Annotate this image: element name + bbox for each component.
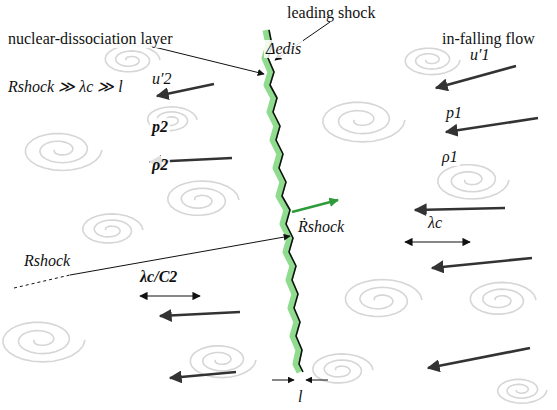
symbol: Δedis bbox=[264, 40, 303, 58]
swirl bbox=[105, 45, 160, 71]
swirl bbox=[345, 280, 422, 317]
scale-relation: Rshock ≫ λc ≫ l bbox=[6, 78, 125, 96]
shock-velocity-arrow bbox=[292, 200, 338, 212]
swirl bbox=[498, 379, 547, 403]
flow-arrows bbox=[150, 66, 538, 378]
symbol: ρ1 bbox=[440, 148, 460, 166]
dissociation-layer bbox=[265, 30, 300, 372]
symbol: Rshock bbox=[22, 252, 72, 270]
swirl bbox=[83, 214, 143, 243]
symbol: λc/C2 bbox=[138, 268, 179, 286]
swirl bbox=[438, 165, 509, 199]
symbol: Ṙshock bbox=[296, 218, 346, 236]
scale-arrow bbox=[405, 241, 470, 242]
radius-line bbox=[70, 236, 290, 275]
symbol: ρ2 bbox=[150, 156, 170, 174]
symbol: p2 bbox=[150, 118, 170, 136]
scale-arrow bbox=[140, 295, 200, 296]
symbol: l bbox=[296, 388, 304, 406]
thickness-arrow bbox=[272, 380, 294, 381]
radius-dashed bbox=[14, 275, 70, 288]
symbol: λc bbox=[426, 214, 444, 232]
swirl bbox=[313, 354, 373, 383]
annotation: in-falling flow bbox=[440, 30, 537, 48]
swirl bbox=[405, 48, 460, 74]
swirl bbox=[470, 282, 536, 314]
symbol: p1 bbox=[444, 104, 464, 122]
swirl bbox=[25, 134, 102, 171]
swirl bbox=[3, 322, 85, 362]
leading-shock bbox=[268, 30, 303, 372]
swirl bbox=[168, 181, 239, 215]
swirl bbox=[323, 102, 405, 142]
symbol: u′2 bbox=[150, 70, 174, 88]
thickness-arrow bbox=[306, 380, 328, 381]
annotation: leading shock bbox=[285, 4, 377, 22]
symbol: u′1 bbox=[468, 46, 492, 64]
annotation: nuclear-dissociation layer bbox=[6, 30, 175, 48]
